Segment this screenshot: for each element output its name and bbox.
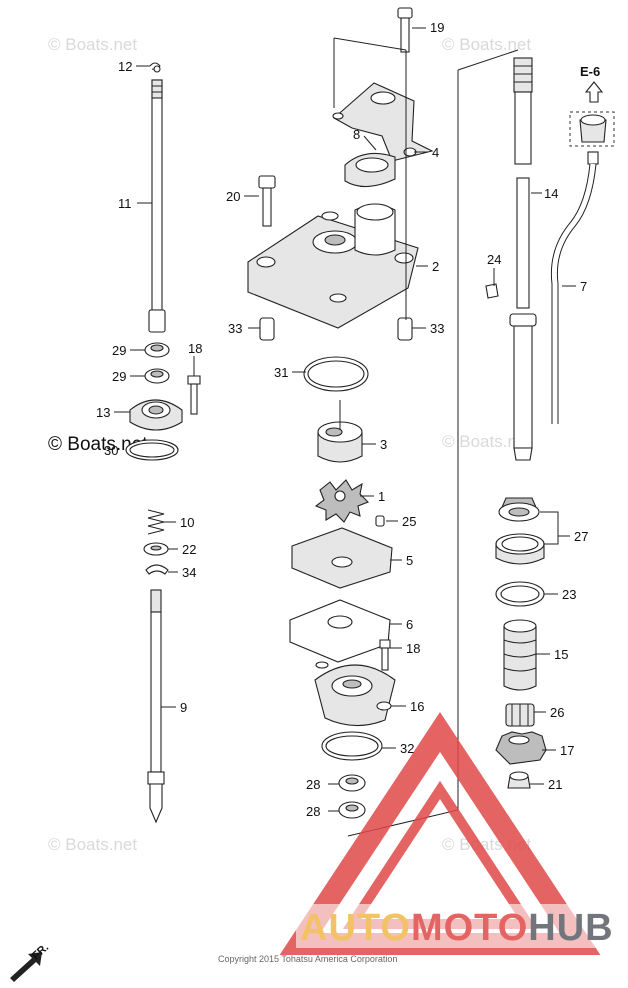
guide-plate-4 (332, 82, 434, 162)
callout-29b: 29 (112, 369, 126, 384)
reference-label: E-6 (580, 64, 600, 79)
watermark-top-left: © Boats.net (48, 35, 137, 54)
pump-case-2 (247, 203, 419, 329)
watermark-bottom-left: © Boats.net (48, 835, 137, 854)
callout-20: 20 (226, 189, 240, 204)
callout-27: 27 (574, 529, 588, 544)
bearings-29 (144, 342, 170, 384)
callout-34: 34 (182, 565, 196, 580)
shim-23 (495, 581, 545, 607)
callout-21: 21 (548, 777, 562, 792)
callout-8: 8 (353, 127, 360, 142)
callout-31: 31 (274, 365, 288, 380)
callout-15: 15 (554, 647, 568, 662)
pump-housing-16 (314, 661, 396, 727)
callout-12: 12 (118, 59, 132, 74)
shift-rod-9 (147, 589, 165, 824)
sleeve-15 (503, 619, 537, 691)
watermark-mid-left: © Boats.net (48, 434, 148, 455)
oil-seals-28 (338, 774, 366, 819)
callout-26: 26 (550, 705, 564, 720)
callout-7: 7 (580, 279, 587, 294)
screw-18-left (187, 375, 201, 415)
callout-5: 5 (406, 553, 413, 568)
impeller-1 (314, 479, 369, 523)
callout-11: 11 (118, 196, 132, 211)
bolt-20 (258, 175, 276, 227)
callout-18a: 18 (188, 341, 202, 356)
callout-32: 32 (400, 741, 414, 756)
callout-18b: 18 (406, 641, 420, 656)
bearing-27 (495, 497, 545, 565)
reference-box-e6: E-6 (569, 64, 615, 147)
watermark-mid-right: © Boats.net (442, 432, 531, 451)
logo-text: AUTOMOTOHUB (300, 907, 614, 949)
callout-33a: 33 (228, 321, 242, 336)
dowel-pins-33 (259, 317, 413, 341)
drive-shaft-14 (509, 57, 537, 461)
leader-lines (114, 27, 576, 812)
callout-17: 17 (560, 743, 574, 758)
key-25 (375, 515, 385, 527)
needle-bearing-26 (505, 703, 535, 727)
watermark-top-right: © Boats.net (442, 35, 531, 54)
gasket-6 (289, 599, 391, 663)
callout-3: 3 (380, 437, 387, 452)
o-ring-32 (321, 731, 383, 761)
clip-34 (145, 564, 169, 575)
callout-6: 6 (406, 617, 413, 632)
callout-29a: 29 (112, 343, 126, 358)
copyright-text: Copyright 2015 Tohatsu America Corporati… (218, 954, 397, 964)
callout-25: 25 (402, 514, 416, 529)
callout-labels: 19 12 8 4 14 11 20 2 24 7 33 33 29 18 29… (96, 20, 588, 819)
callout-16: 16 (410, 699, 424, 714)
callout-23: 23 (562, 587, 576, 602)
screw-18-center (379, 639, 391, 671)
insert-3 (317, 421, 363, 463)
spring-10 (147, 509, 165, 535)
callout-33b: 33 (430, 321, 444, 336)
washer-22 (143, 542, 169, 556)
shift-housing-13 (129, 399, 183, 431)
gasket-5 (291, 527, 393, 589)
water-tube-7 (550, 151, 599, 424)
bolt-19 (397, 7, 413, 53)
shift-rod-upper (148, 62, 166, 333)
grommet-8 (344, 152, 396, 188)
pinion-gear-17 (495, 731, 547, 765)
callout-2: 2 (432, 259, 439, 274)
callout-9: 9 (180, 700, 187, 715)
key-24 (485, 283, 499, 299)
callout-30: 30 (104, 443, 118, 458)
o-ring-30 (125, 439, 179, 461)
callout-19: 19 (430, 20, 444, 35)
callout-13: 13 (96, 405, 110, 420)
callout-10: 10 (180, 515, 194, 530)
o-ring-31 (303, 356, 369, 392)
callout-22: 22 (182, 542, 196, 557)
automotohub-logo: AUTOMOTOHUB (279, 712, 626, 955)
callout-24: 24 (487, 252, 501, 267)
callout-28b: 28 (306, 804, 320, 819)
nut-21 (507, 771, 531, 789)
callout-1: 1 (378, 489, 385, 504)
callout-4: 4 (432, 145, 439, 160)
callout-28a: 28 (306, 777, 320, 792)
front-arrow-icon: FR. (10, 941, 51, 982)
callout-14: 14 (544, 186, 558, 201)
